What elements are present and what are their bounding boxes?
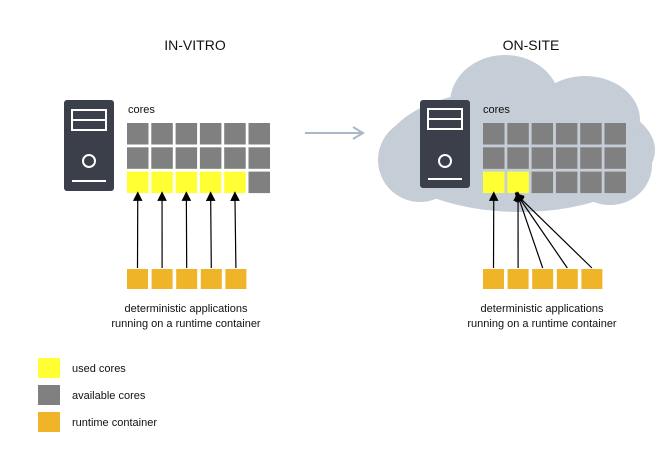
- core-cell-available: [531, 123, 554, 145]
- core-assignment-arrow: [515, 191, 544, 269]
- runtime-container-box: [556, 269, 578, 289]
- server-icon-on-site: [420, 100, 470, 188]
- core-cell-available: [507, 147, 529, 169]
- runtime-container-box: [200, 269, 222, 289]
- legend-label-used: used cores: [72, 363, 126, 375]
- core-cell-available: [555, 147, 578, 169]
- core-cell-available: [224, 123, 246, 145]
- runtime-container-box: [176, 269, 198, 289]
- core-cell-available: [248, 123, 270, 145]
- caption-in-vitro-line1: deterministic applications: [125, 303, 248, 315]
- caption-on-site-line2: running on a runtime container: [467, 318, 617, 330]
- cores-label-in-vitro: cores: [128, 104, 155, 116]
- legend-label-container: runtime container: [72, 417, 157, 429]
- legend: used cores available cores runtime conta…: [38, 358, 157, 432]
- transition-arrow: [305, 126, 365, 140]
- caption-in-vitro-line2: running on a runtime container: [111, 318, 261, 330]
- core-cell-used: [507, 171, 529, 194]
- core-cell-available: [175, 123, 198, 145]
- core-arrows-in-vitro: [132, 191, 240, 269]
- core-cell-available: [604, 147, 626, 169]
- runtime-container-box: [225, 269, 247, 289]
- core-cell-available: [224, 147, 246, 169]
- core-cell-available: [175, 147, 198, 169]
- runtime-container-box: [581, 269, 603, 289]
- core-cell-available: [580, 147, 602, 169]
- runtime-container-box: [532, 269, 554, 289]
- core-cell-available: [151, 123, 173, 145]
- runtime-container-box: [507, 269, 529, 289]
- core-cell-available: [483, 147, 505, 169]
- core-cell-used: [199, 171, 222, 194]
- runtime-container-box: [127, 269, 148, 289]
- core-cell-used: [483, 171, 505, 194]
- core-cell-available: [199, 147, 222, 169]
- core-grid-in-vitro: [127, 123, 270, 194]
- core-cell-available: [580, 171, 602, 194]
- core-cell-available: [248, 171, 270, 194]
- core-cell-available: [604, 123, 626, 145]
- title-on-site: ON-SITE: [503, 37, 560, 53]
- core-cell-available: [580, 123, 602, 145]
- core-cell-used: [175, 171, 198, 194]
- runtime-container-box: [151, 269, 173, 289]
- legend-swatch-container: [38, 412, 60, 432]
- core-assignment-arrow: [515, 192, 568, 269]
- containers-in-vitro: [127, 269, 247, 289]
- core-cell-available: [555, 123, 578, 145]
- runtime-container-box: [483, 269, 504, 289]
- core-cell-available: [604, 171, 626, 194]
- server-icon-in-vitro: [64, 100, 114, 191]
- core-cell-available: [127, 147, 149, 169]
- core-cell-used: [151, 171, 173, 194]
- cores-label-on-site: cores: [483, 104, 510, 116]
- core-cell-used: [127, 171, 149, 194]
- core-cell-available: [507, 123, 529, 145]
- core-cell-available: [531, 171, 554, 194]
- core-cell-available: [151, 147, 173, 169]
- core-assignment-arrow: [514, 192, 593, 269]
- title-in-vitro: IN-VITRO: [164, 37, 226, 53]
- caption-on-site-line1: deterministic applications: [481, 303, 604, 315]
- core-cell-available: [483, 123, 505, 145]
- core-arrows-on-site: [488, 191, 593, 269]
- core-cell-available: [127, 123, 149, 145]
- core-cell-available: [248, 147, 270, 169]
- core-assignment-arrow: [205, 191, 216, 269]
- core-cell-available: [199, 123, 222, 145]
- legend-label-available: available cores: [72, 390, 146, 402]
- core-cell-available: [555, 171, 578, 194]
- core-grid-on-site: [483, 123, 626, 194]
- core-assignment-arrow: [230, 191, 240, 269]
- core-cell-used: [224, 171, 246, 194]
- legend-swatch-used: [38, 358, 60, 378]
- containers-on-site: [483, 269, 603, 289]
- core-cell-available: [531, 147, 554, 169]
- legend-swatch-available: [38, 385, 60, 405]
